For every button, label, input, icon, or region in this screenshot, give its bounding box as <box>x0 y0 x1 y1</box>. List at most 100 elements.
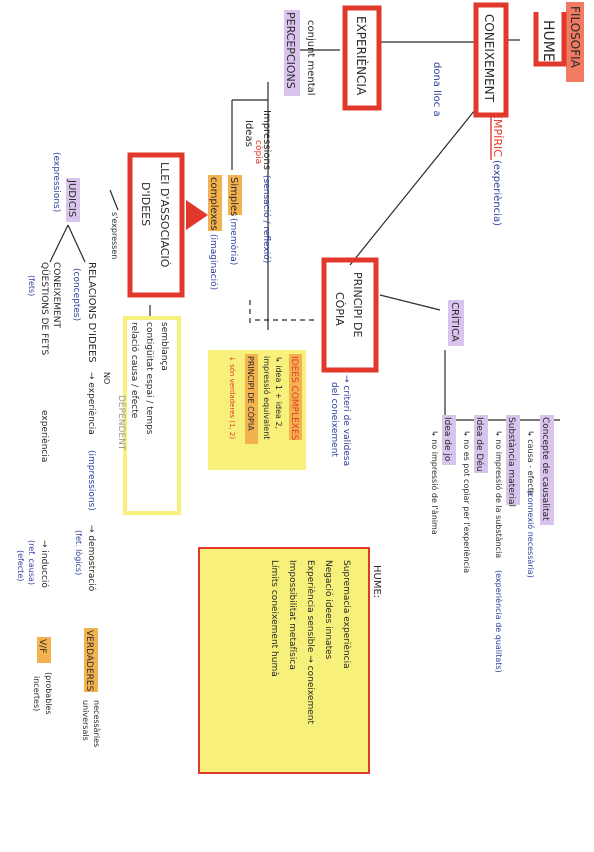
relacions-dides: RELACIONS D'IDEES <box>86 262 97 363</box>
line-judicis-split <box>49 224 69 263</box>
line-coneixement-principi <box>349 109 476 266</box>
complexes-label: complexes <box>208 177 219 230</box>
percepcions-label: PERCEPCIONS <box>284 12 297 89</box>
line-s-expressen <box>109 189 119 211</box>
assoc-item-3: relació causa / efecte <box>129 322 140 419</box>
critica-item-1-title: Concepte de causalitat <box>540 417 550 521</box>
s-expressen-label: s'expressen <box>110 212 119 259</box>
idees-complexes-title-hl <box>289 354 302 440</box>
copia-label: còpia <box>253 140 264 164</box>
memoria-label: (memòria) <box>228 218 239 265</box>
no-label: NO <box>102 372 111 384</box>
experiencia-frame <box>342 5 382 111</box>
critica-item-3-sub: ↳ no es pot copiar per l'experiència <box>462 430 472 573</box>
demostracio-label: → demostració <box>86 525 97 592</box>
critica-item-2-sub: ↳ no impressió de la substància <box>494 430 504 558</box>
associacio-box <box>123 316 181 515</box>
critica-item-3-title: Idea de Déu <box>474 417 485 472</box>
hume-bullet-1: Supremacia experiència <box>341 560 352 669</box>
hume-box-title: HUME: <box>371 565 382 598</box>
judicis-highlight <box>66 178 80 222</box>
dona-lloc-label: dona lloc a <box>431 62 442 117</box>
critica-item-4-hl <box>442 415 456 465</box>
lleis-line1: LLEI D'ASSOCIACIÓ <box>158 162 171 268</box>
verdaderes-label: VERDADERES <box>84 630 94 692</box>
line-judicis-split2 <box>67 224 86 263</box>
rotated-content: FILOSOFIA HUME CONEIXEMENT EMPÍRIC (expe… <box>16 2 584 774</box>
coneixement-label: CONEIXEMENT <box>482 14 496 103</box>
verdaderes-hl <box>84 628 98 692</box>
impressions-label: Impressions <box>261 110 272 170</box>
critica-list: Concepte de causalitat ↳ causa - efecte … <box>430 415 554 673</box>
criteri-line1: → criteri de validesa <box>341 375 351 466</box>
assoc-item-2: contigüitat espai / temps <box>144 322 154 435</box>
incertes-label: incertes) <box>32 676 41 711</box>
empiric-experiencia: (experiència) <box>491 160 503 226</box>
experiencia2-label: experiència <box>39 410 50 462</box>
expressions-label: (expressions) <box>51 152 61 212</box>
hume-bullet-2: Negació idees innates <box>323 560 334 660</box>
critica-item-2-hl <box>506 415 520 505</box>
critica-item-4-sub: ↳ no impressió de l'ànima <box>430 430 440 535</box>
hume-bullet-3: Experiència sensible → coneixement <box>305 560 316 724</box>
principi-line2: CÒPIA <box>333 292 346 326</box>
hume-summary: HUME: Supremacia experiència Negació ide… <box>198 547 382 774</box>
hume-box <box>198 547 370 774</box>
fet-logics-label: (fet. lògics) <box>74 530 84 575</box>
idees-sense: ↓ són verdaderes (1, 2) <box>228 356 236 439</box>
critica-item-4-title: Idea de jo <box>442 417 452 462</box>
coneixement-branch: CONEIXEMENT <box>51 262 61 328</box>
assoc-item-1: semblança <box>159 322 169 371</box>
critica-item-1-note: (connexió necessària) <box>526 490 536 578</box>
critica-item-1-hl <box>540 415 554 525</box>
no-experiencia: → experiència <box>86 372 97 435</box>
complexes-highlight <box>208 175 222 231</box>
conjunt-mental-label: conjunt mental <box>305 20 316 96</box>
sensacio-reflexio-label: (sensació / reflexió) <box>261 175 272 263</box>
principi-frame <box>321 257 379 373</box>
hume-frame <box>533 12 567 67</box>
vf-hl <box>37 637 51 663</box>
judicis-branches: RELACIONS D'IDEES (conceptes) → experièn… <box>16 262 126 747</box>
lleis-arrow <box>186 200 208 230</box>
idees-principi-hl <box>245 354 258 444</box>
critica-item-3-hl <box>474 415 488 473</box>
critica-item-2-note: (experiència de qualitats) <box>494 570 504 673</box>
impressions-paren: (impressions) <box>86 450 96 511</box>
dependent-label: DEPENDENT <box>116 395 126 451</box>
critica-item-2-title: Substància material <box>506 417 516 507</box>
idees-complexes-title: IDEES COMPLEXES <box>289 356 299 441</box>
lleis-line2: D'IDEES <box>139 182 152 226</box>
ideas-label: Ideas <box>243 120 254 147</box>
judicis-label: JUDICIS <box>66 179 77 217</box>
probables-label: (probables <box>44 672 53 715</box>
efecte-label: (efecte) <box>16 550 25 581</box>
filosofia-highlight <box>566 2 584 82</box>
idees-complexes-line2: impressió equivalent <box>262 356 272 439</box>
principi-line1: PRINCIPI DE <box>351 272 364 338</box>
critica-item-1-sub: ↳ causa - efecte <box>526 430 535 496</box>
simples-label: Simples <box>228 177 239 216</box>
percepcions-highlight <box>284 10 300 96</box>
questions-de-fets: QÜESTIONS DE FETS <box>39 262 50 355</box>
idees-complexes-line1: ↳ idea 1 + idea 2, <box>274 356 283 429</box>
conceptes-label: (conceptes) <box>71 268 81 321</box>
line-principi-critica <box>379 294 441 311</box>
hume-title: HUME <box>540 20 556 62</box>
fets-label: (fets) <box>27 275 36 296</box>
filosofia-title: FILOSOFIA <box>568 6 582 69</box>
hume-bullet-5: Límits coneixement humà <box>269 560 279 677</box>
fet-causa-label: (ref. causa) <box>27 540 36 585</box>
lleis-frame <box>127 152 185 298</box>
hume-bullet-4: Impossibilitat metafísica <box>287 560 297 670</box>
critica-label: CRÍTICA <box>449 302 462 342</box>
criteri-line2: del coneixement <box>329 382 339 457</box>
induccio-label: → inducció <box>39 540 50 588</box>
simples-highlight <box>228 175 242 215</box>
universals-label: universals <box>81 700 90 741</box>
vf-label: V/F <box>37 639 47 653</box>
idees-principi: PRINCIPI DE CÒPIA <box>246 356 257 431</box>
experiencia-label: EXPERIÈNCIA <box>354 16 369 96</box>
imaginacio-label: (imaginació) <box>208 234 219 290</box>
